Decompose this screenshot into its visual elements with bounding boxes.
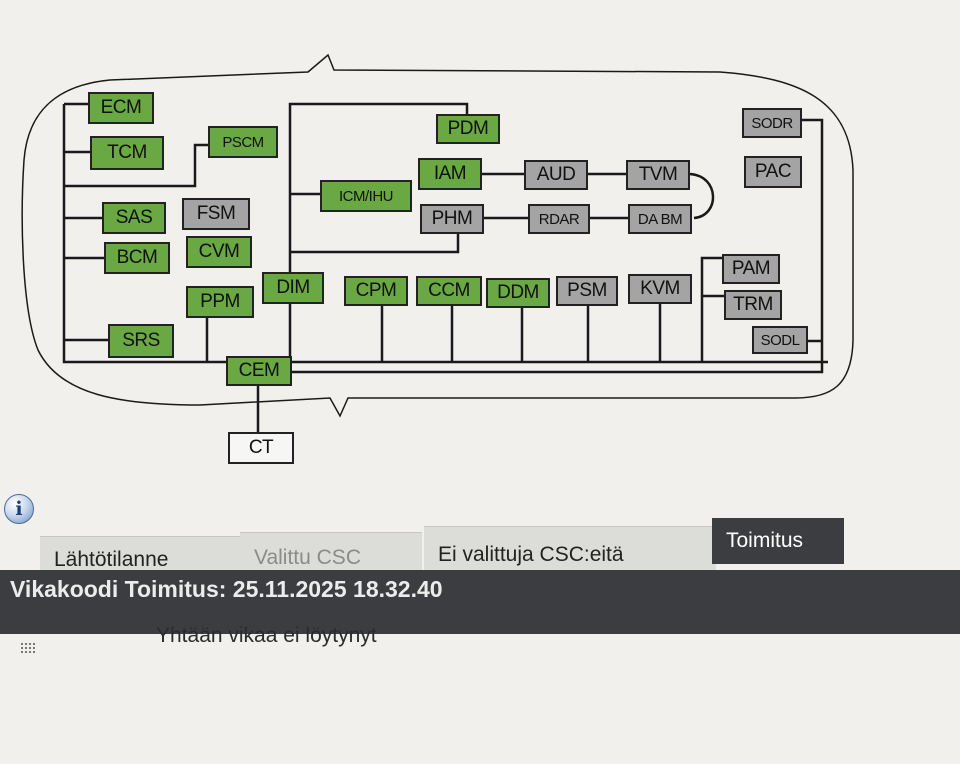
module-iam[interactable]: IAM — [418, 158, 482, 190]
module-pscm[interactable]: PSCM — [208, 126, 278, 158]
result-message: Yhtään vikaa ei löytynyt — [156, 624, 377, 647]
tab-toimitus[interactable]: Toimitus — [712, 518, 844, 564]
module-kvm[interactable]: KVM — [628, 274, 692, 304]
module-dabm[interactable]: DA BM — [628, 204, 692, 234]
module-ddm[interactable]: DDM — [486, 278, 550, 308]
module-aud[interactable]: AUD — [524, 160, 588, 190]
module-cpm[interactable]: CPM — [344, 276, 408, 306]
module-pac[interactable]: PAC — [744, 156, 802, 188]
module-pam[interactable]: PAM — [722, 254, 780, 284]
info-icon[interactable]: i — [4, 494, 34, 524]
module-cvm[interactable]: CVM — [186, 236, 252, 268]
module-cem[interactable]: CEM — [226, 356, 292, 386]
module-srs[interactable]: SRS — [108, 324, 174, 358]
status-bar: Vikakoodi Toimitus: 25.11.2025 18.32.40 — [0, 570, 960, 634]
module-ecm[interactable]: ECM — [88, 92, 154, 124]
module-dim[interactable]: DIM — [262, 272, 324, 304]
module-icm-ihu[interactable]: ICM/IHU — [320, 180, 412, 212]
module-pdm[interactable]: PDM — [436, 114, 500, 144]
module-sodr[interactable]: SODR — [742, 108, 802, 138]
module-trm[interactable]: TRM — [724, 290, 782, 320]
module-psm[interactable]: PSM — [556, 276, 618, 306]
module-ppm[interactable]: PPM — [186, 286, 254, 318]
module-sas[interactable]: SAS — [102, 202, 166, 234]
network-wiring — [21, 53, 854, 436]
module-fsm[interactable]: FSM — [182, 198, 250, 230]
module-tvm[interactable]: TVM — [626, 160, 690, 190]
module-phm[interactable]: PHM — [420, 204, 484, 234]
car-outline — [21, 53, 854, 418]
status-title: Vikakoodi Toimitus: 25.11.2025 18.32.40 — [10, 576, 443, 602]
module-tcm[interactable]: TCM — [90, 136, 164, 170]
module-ccm[interactable]: CCM — [416, 276, 482, 306]
vehicle-network-diagram: ECM TCM PSCM SAS FSM BCM CVM PPM SRS PDM… — [21, 53, 854, 464]
module-sodl[interactable]: SODL — [752, 326, 808, 354]
module-ct[interactable]: CT — [228, 432, 294, 464]
grid-icon — [20, 642, 36, 654]
module-rdar[interactable]: RDAR — [528, 204, 590, 234]
module-bcm[interactable]: BCM — [104, 242, 170, 274]
